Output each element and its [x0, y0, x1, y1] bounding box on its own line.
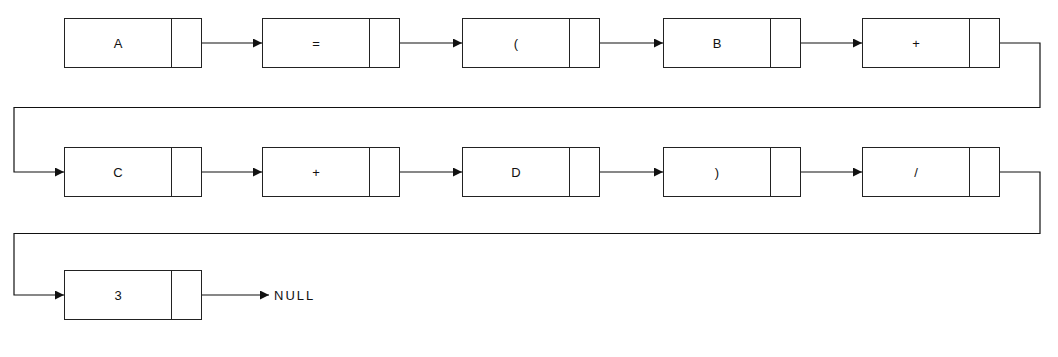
data-field: 3	[65, 271, 171, 319]
pointer-arrow	[801, 42, 862, 43]
node-value: (	[514, 36, 518, 51]
pointer-arrow	[801, 171, 862, 172]
data-field: +	[263, 148, 369, 196]
pointer-field	[969, 148, 999, 196]
node-value: C	[113, 165, 122, 180]
node-value: )	[715, 165, 719, 180]
list-node: +	[262, 147, 400, 197]
list-node: D	[462, 147, 600, 197]
null-pointer-arrow	[202, 294, 269, 295]
data-field: (	[463, 19, 569, 67]
list-node: +	[862, 18, 1000, 68]
data-field: +	[863, 19, 969, 67]
pointer-field	[171, 19, 201, 67]
node-value: 3	[114, 288, 121, 303]
node-value: +	[912, 36, 920, 51]
node-value: A	[114, 36, 123, 51]
pointer-field	[569, 148, 599, 196]
list-node: (	[462, 18, 600, 68]
node-value: /	[914, 165, 918, 180]
list-node: =	[262, 18, 400, 68]
node-value: =	[312, 36, 320, 51]
pointer-arrow	[202, 42, 262, 43]
list-node: )	[663, 147, 801, 197]
list-node: /	[862, 147, 1000, 197]
data-field: D	[463, 148, 569, 196]
pointer-arrow	[600, 42, 663, 43]
pointer-field	[770, 148, 800, 196]
data-field: =	[263, 19, 369, 67]
pointer-arrow	[400, 171, 462, 172]
node-value: +	[312, 165, 320, 180]
pointer-field	[369, 19, 399, 67]
data-field: C	[65, 148, 171, 196]
data-field: B	[664, 19, 770, 67]
node-value: D	[511, 165, 520, 180]
list-node: A	[64, 18, 202, 68]
data-field: )	[664, 148, 770, 196]
list-node: B	[663, 18, 801, 68]
pointer-field	[171, 271, 201, 319]
pointer-arrow	[400, 42, 462, 43]
pointer-field	[369, 148, 399, 196]
node-value: B	[713, 36, 722, 51]
pointer-field	[171, 148, 201, 196]
list-node: C	[64, 147, 202, 197]
data-field: A	[65, 19, 171, 67]
pointer-field	[569, 19, 599, 67]
null-label: NULL	[274, 288, 315, 303]
pointer-field	[969, 19, 999, 67]
pointer-field	[770, 19, 800, 67]
pointer-arrow	[202, 171, 262, 172]
pointer-arrow	[600, 171, 663, 172]
list-node: 3	[64, 270, 202, 320]
data-field: /	[863, 148, 969, 196]
